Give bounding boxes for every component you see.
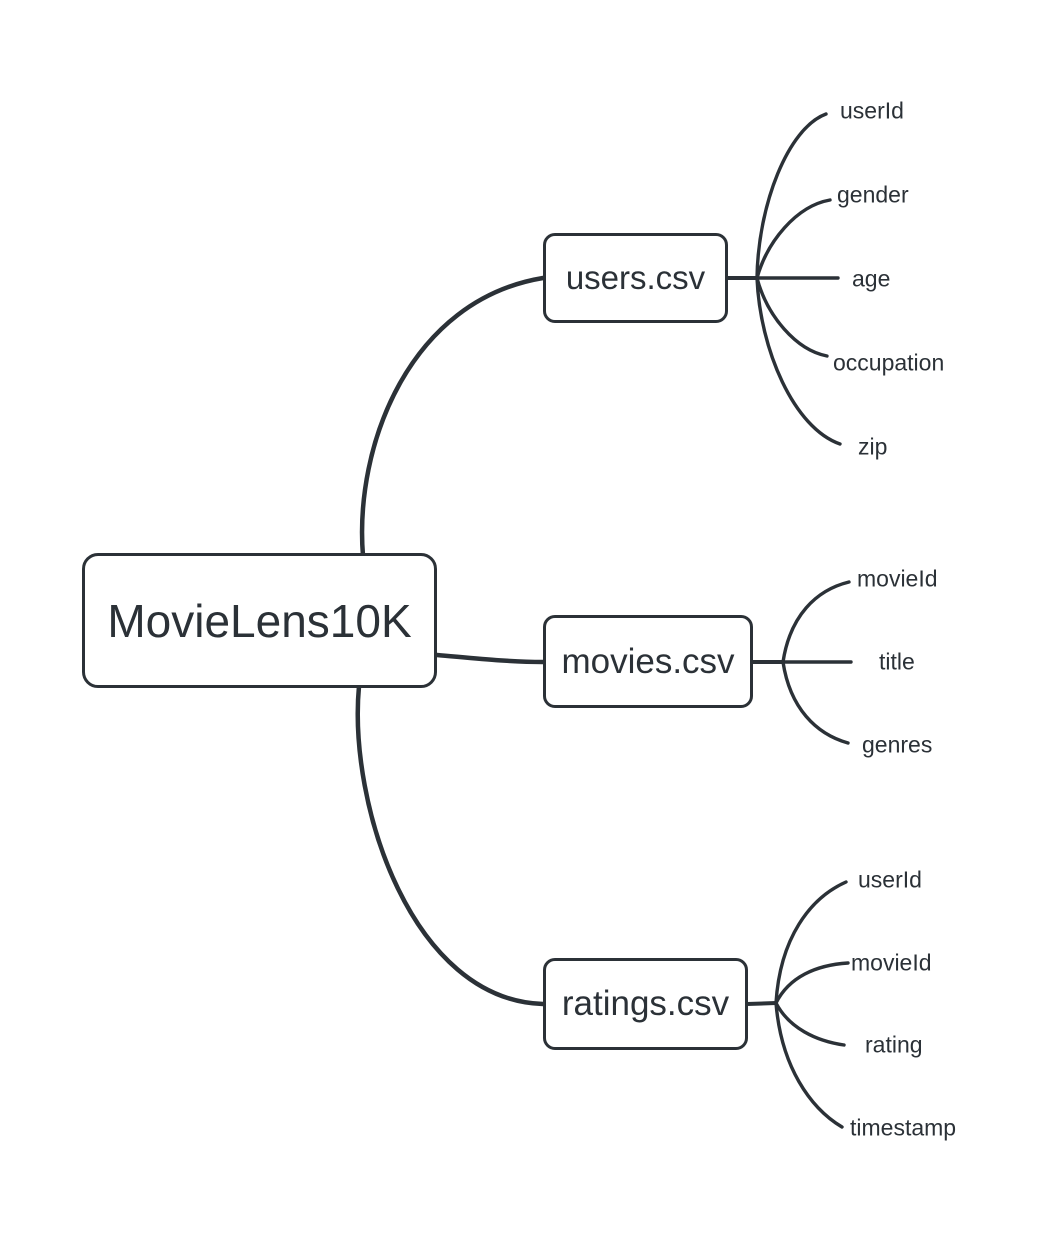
branch-node-label: movies.csv xyxy=(561,641,735,681)
branch-node-label: users.csv xyxy=(565,259,706,296)
edge-users-occupation xyxy=(755,276,829,358)
leaf-ratings-userid[interactable]: userId xyxy=(858,866,922,893)
node-users-csv[interactable]: users.csv xyxy=(543,233,728,323)
edge-ratings-stub xyxy=(745,1001,778,1006)
edge-ratings-rating xyxy=(774,1001,846,1047)
leaf-users-age[interactable]: age xyxy=(852,265,891,292)
root-node-label: MovieLens10K xyxy=(107,594,412,647)
edge-users-userid xyxy=(755,112,828,280)
leaf-ratings-timestamp[interactable]: timestamp xyxy=(850,1114,957,1141)
leaf-movies-movieid[interactable]: movieId xyxy=(857,565,938,592)
node-ratings-csv[interactable]: ratings.csv xyxy=(543,958,748,1050)
leaf-users-occupation[interactable]: occupation xyxy=(833,349,945,376)
edge-root-users xyxy=(359,275,546,559)
branch-node-label: ratings.csv xyxy=(561,984,730,1023)
edge-users-gender xyxy=(755,198,832,280)
leaf-ratings-rating[interactable]: rating xyxy=(865,1031,923,1058)
node-movielens10k[interactable]: MovieLens10K xyxy=(82,553,437,688)
edge-ratings-userid xyxy=(774,880,848,1005)
edge-movies-movieid xyxy=(781,580,851,664)
leaf-movies-title[interactable]: title xyxy=(879,648,915,675)
leaf-users-zip[interactable]: zip xyxy=(858,433,888,460)
edge-root-movies xyxy=(434,652,546,665)
node-movies-csv[interactable]: movies.csv xyxy=(543,615,753,708)
leaf-users-userid[interactable]: userId xyxy=(840,97,904,124)
edge-root-ratings xyxy=(355,683,546,1007)
edge-ratings-movieid xyxy=(774,961,850,1005)
leaf-users-gender[interactable]: gender xyxy=(837,181,909,208)
edge-users-zip xyxy=(755,276,842,446)
leaf-ratings-movieid[interactable]: movieId xyxy=(851,949,932,976)
edge-movies-genres xyxy=(781,660,850,745)
edge-ratings-timestamp xyxy=(774,1001,844,1129)
leaf-movies-genres[interactable]: genres xyxy=(862,731,933,758)
